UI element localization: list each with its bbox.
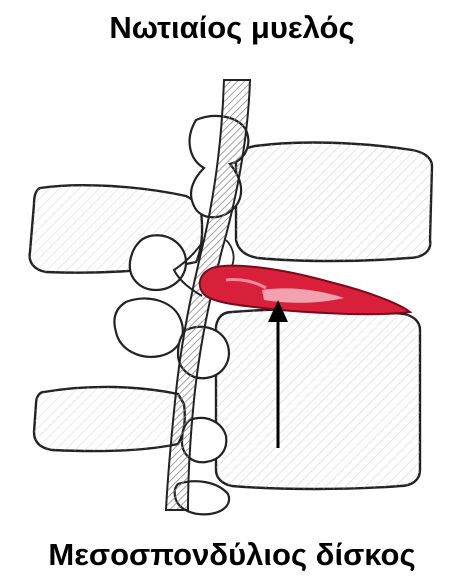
lower-transverse-process (34, 387, 185, 451)
upper-vertebral-body (236, 143, 432, 261)
herniated-disc (200, 266, 410, 314)
intervertebral-disc-label: Μεσοσπονδύλιος δίσκος (0, 537, 464, 573)
lower-vertebral-body (216, 309, 420, 489)
